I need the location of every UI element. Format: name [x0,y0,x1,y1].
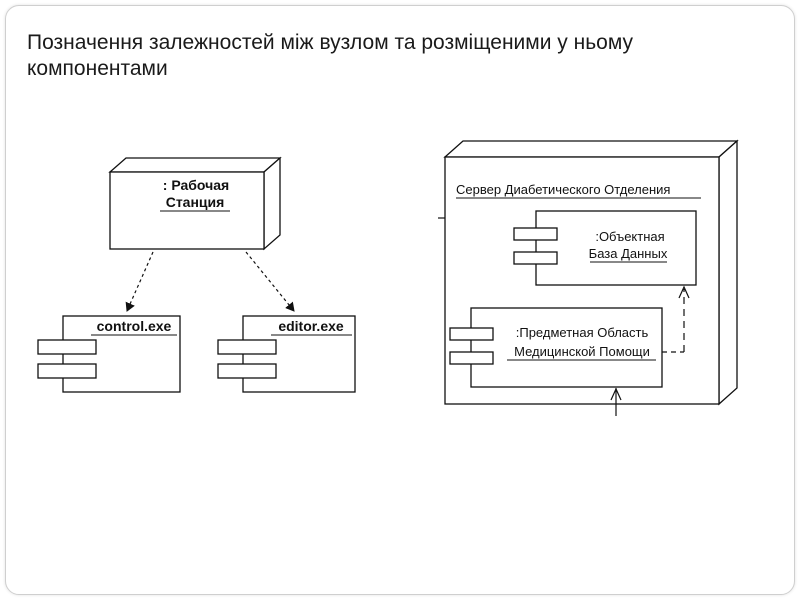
component-editor-label: editor.exe [278,318,344,334]
component-control-port-top [37,339,97,355]
node-server: Сервер Диабетического Отделения :Объектн… [438,139,739,406]
component-domain-body [470,307,663,388]
component-domain-label-line1: :Предметная Область [516,325,649,340]
component-editor-port-bottom [217,363,277,379]
slide-title: Позначення залежностей між вузлом та роз… [27,30,707,82]
component-domain-model: :Предметная Область Медицинской Помощи [449,307,663,388]
title-line-2: компонентами [27,57,168,80]
component-db-label-line2: База Данных [589,246,668,261]
component-db-port-bottom [513,251,558,265]
incoming-dependency-arrowhead [610,387,622,401]
component-domain-label-line2: Медицинской Помощи [514,344,650,359]
node-workstation-top-face [108,157,282,173]
component-editor-port-top [217,339,277,355]
component-control-exe: control.exe [37,315,181,393]
node-workstation-label-line2: Станция [166,194,225,210]
component-db-label-line1: :Объектная [595,229,664,244]
node-workstation: : Рабочая Станция [108,156,282,251]
component-domain-port-top [449,327,494,341]
component-control-label: control.exe [97,318,172,334]
node-workstation-side-face [263,156,281,251]
component-editor-exe: editor.exe [217,315,356,393]
node-server-title: Сервер Диабетического Отделения [456,182,670,197]
incoming-dependency-domain [610,387,622,416]
component-db-body [535,210,697,286]
node-server-top-face [443,140,739,158]
component-domain-port-bottom [449,351,494,365]
component-db-port-top [513,227,558,241]
dependency-domain-to-database [662,285,690,353]
node-workstation-label-line1: : Рабочая [163,177,229,193]
component-object-database: :Объектная База Данных [513,210,697,286]
title-line-1: Позначення залежностей між вузлом та роз… [27,31,633,54]
dependency-domain-arrowhead [678,285,690,299]
dependency-arrow-control [125,251,154,312]
component-control-port-bottom [37,363,97,379]
node-server-side-face [718,139,738,406]
dependency-arrow-editor [245,251,295,312]
